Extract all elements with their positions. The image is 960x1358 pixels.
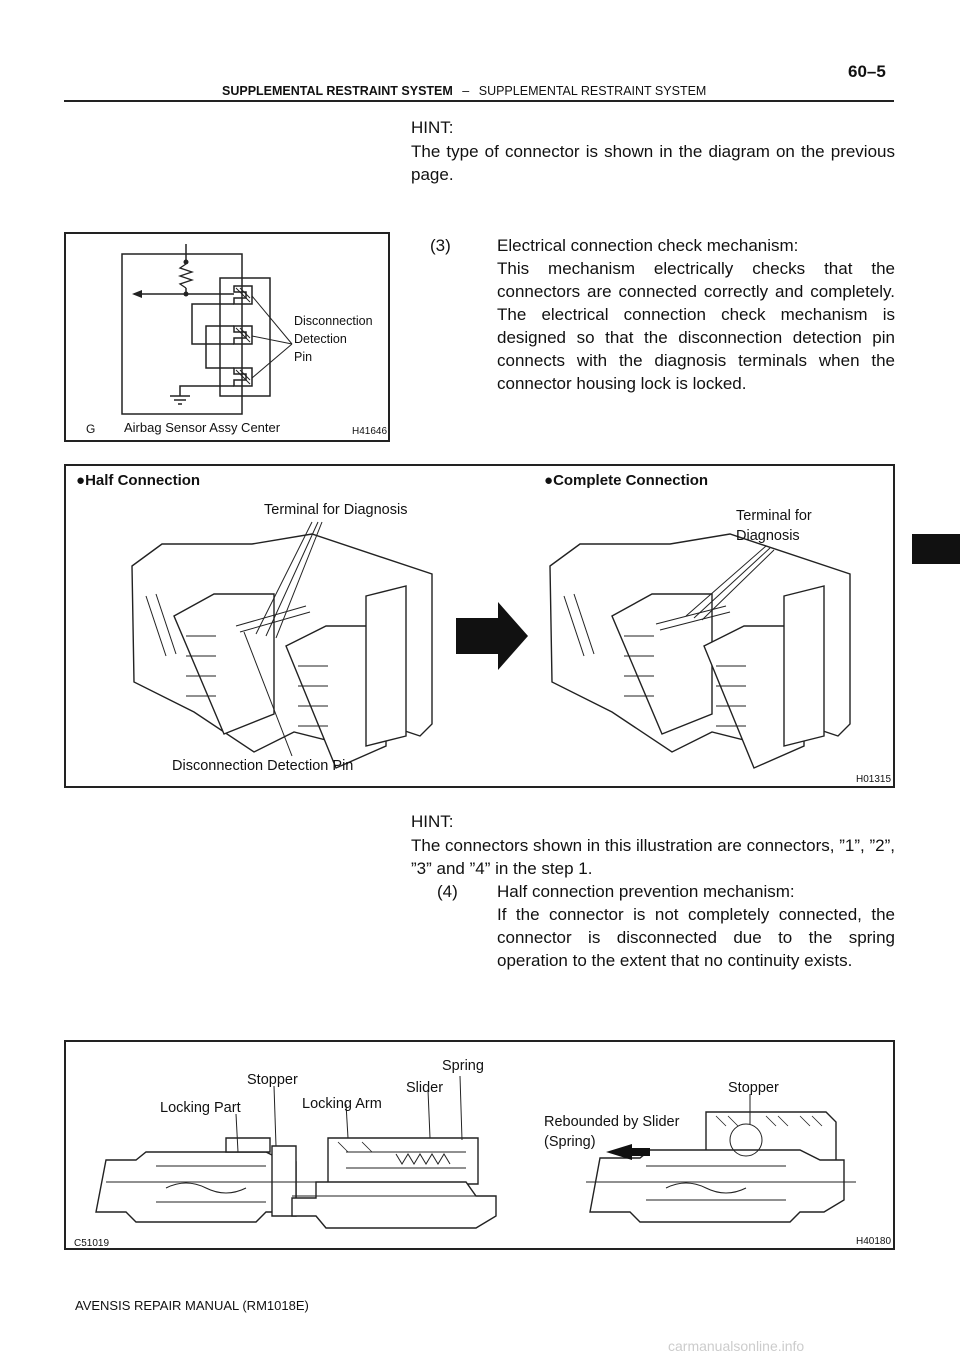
- slider-label: Slider: [406, 1080, 444, 1096]
- stopper-label-left: Stopper: [247, 1072, 298, 1088]
- page-footer: AVENSIS REPAIR MANUAL (RM1018E): [75, 1298, 309, 1313]
- figure1-code: H41646: [352, 426, 388, 437]
- header-title: SUPPLEMENTAL RESTRAINT SYSTEM: [478, 84, 707, 98]
- figure-half-connection-prevention: Spring Stopper Slider Locking Part Locki…: [64, 1040, 895, 1250]
- right-connector-body: [589, 1149, 845, 1223]
- figure1-caption: Airbag Sensor Assy Center: [122, 420, 283, 435]
- header-title-bold: SUPPLEMENTAL RESTRAINT SYSTEM: [222, 84, 453, 98]
- page-number: 60–5: [848, 62, 886, 81]
- complete-connection-connector: [549, 533, 851, 769]
- figure2-code: H01315: [856, 774, 892, 785]
- header-separator: –: [462, 84, 470, 98]
- locking-part-label: Locking Part: [160, 1100, 241, 1116]
- figure-connection-states: ●Half Connection ●Complete Connection Te…: [64, 464, 895, 788]
- slider-housing: [327, 1137, 479, 1185]
- watermark: carmanualsonline.info: [668, 1338, 805, 1354]
- figure-airbag-sensor-circuit: Disconnection Detection Pin Airbag Senso…: [64, 232, 390, 442]
- rebounded-by-slider-label: Rebounded by Slider (Spring): [544, 1114, 680, 1150]
- spring-label: Spring: [442, 1058, 484, 1074]
- item3-title: Electrical connection check mechanism:: [497, 236, 799, 255]
- item4-title: Half connection prevention mechanism:: [497, 882, 795, 901]
- page-header: SUPPLEMENTAL RESTRAINT SYSTEM – SUPPLEME…: [222, 84, 706, 98]
- half-connection-connector: [131, 533, 433, 769]
- item4-number: (4): [437, 882, 458, 901]
- terminal-for-diagnosis-label-right: Terminal for Diagnosis: [736, 508, 812, 544]
- hint2-label: HINT:: [411, 812, 454, 831]
- stopper-label-right: Stopper: [728, 1080, 779, 1096]
- item3-body: This mechanism electrically checks that …: [497, 259, 895, 393]
- half-connection-title: ●Half Connection: [76, 472, 201, 489]
- hint1-text: The type of connector is shown in the di…: [411, 142, 895, 184]
- figure1-corner-letter: G: [86, 422, 96, 436]
- middle-connector-body: [291, 1181, 497, 1229]
- disconnection-detection-pin-label-2: Disconnection Detection Pin: [172, 758, 354, 774]
- terminal-for-diagnosis-label-left: Terminal for Diagnosis: [264, 502, 408, 518]
- header-rule: [64, 100, 894, 102]
- mechanism-illustrations: [95, 1075, 856, 1229]
- figure3-code-left: C51019: [74, 1238, 110, 1249]
- item3-number: (3): [430, 236, 451, 255]
- transition-arrow: [456, 602, 528, 670]
- left-connector-body: [95, 1151, 297, 1223]
- circuit-diagram: [121, 244, 293, 415]
- section-tab: [912, 534, 960, 564]
- disconnection-detection-pin-label: Disconnection Detection Pin: [294, 314, 373, 364]
- item4-body: If the connector is not completely conne…: [497, 905, 895, 970]
- hint2-text: The connectors shown in this illustratio…: [411, 836, 895, 878]
- complete-connection-title: ●Complete Connection: [544, 472, 709, 489]
- rebound-arrow: [606, 1144, 650, 1160]
- figure3-code-right: H40180: [856, 1236, 892, 1247]
- locking-arm-label: Locking Arm: [302, 1096, 382, 1112]
- connector-illustrations: [131, 521, 851, 769]
- hint1-label: HINT:: [411, 118, 454, 137]
